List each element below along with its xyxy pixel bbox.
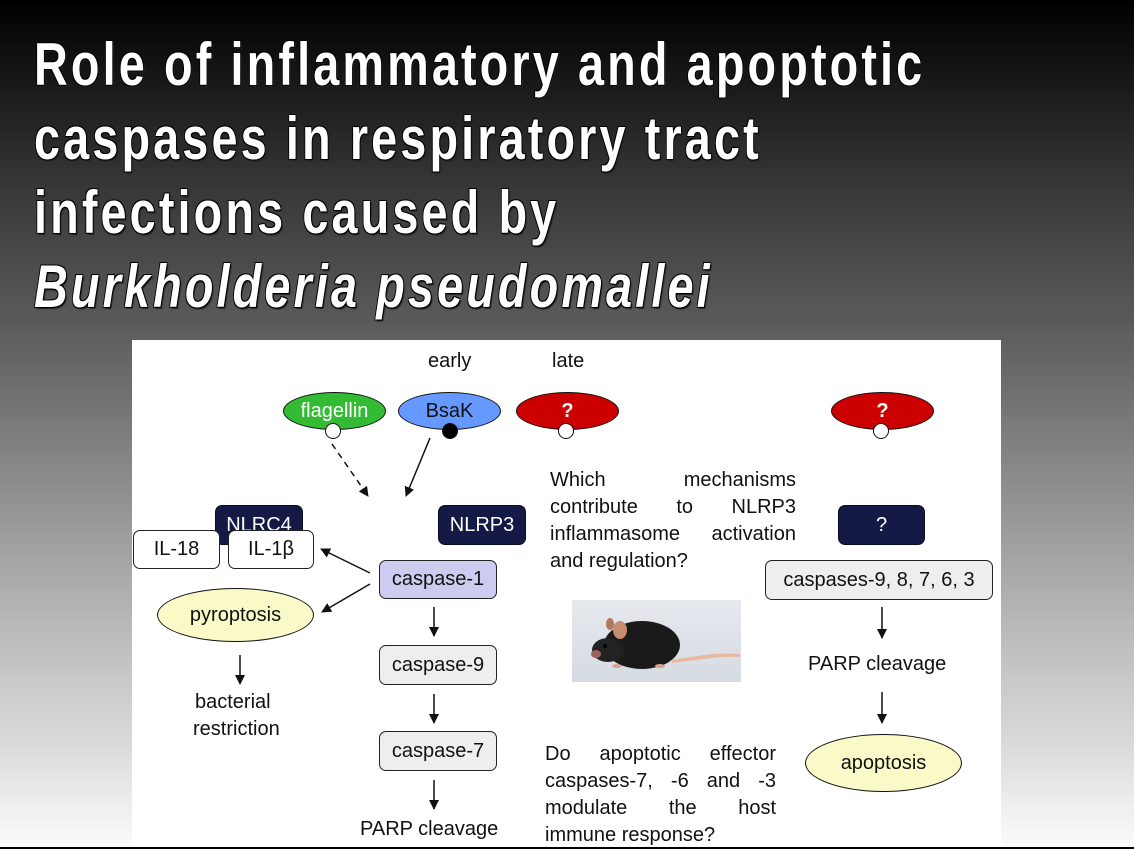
label-late: late <box>552 350 585 372</box>
arrow-bsak-nlrc4 <box>404 437 431 497</box>
apoptosis-outcome: apoptosis <box>805 734 962 792</box>
caspase9-box: caspase-9 <box>379 645 497 685</box>
bsak-label: BsaK <box>425 399 474 422</box>
bacterial-restriction-line1: bacterial <box>195 691 271 713</box>
title-species: Burkholderia pseudomallei <box>34 253 713 320</box>
arrow-caspase1-il1b <box>320 548 371 574</box>
il1b-box: IL-1β <box>228 530 314 569</box>
unknown-sensor-label: ? <box>875 513 888 536</box>
pyroptosis-outcome: pyroptosis <box>157 588 314 642</box>
apoptotic-caspases-box: caspases-9, 8, 7, 6, 3 <box>765 560 993 600</box>
arrow-caspase1-pyroptosis <box>321 583 371 613</box>
il1b-label: IL-1β <box>248 538 294 560</box>
unknown-apoptotic-label: ? <box>876 399 889 422</box>
caspase7-box: caspase-7 <box>379 731 497 771</box>
pathway-diagram: early late flagellin BsaK ? ? NLRC4 NLRP… <box>132 340 1001 847</box>
title-line-2: caspases in respiratory tract <box>34 105 762 172</box>
caspase1-box: caspase-1 <box>379 560 497 599</box>
apoptosis-label: apoptosis <box>840 751 927 774</box>
open-circle-connector <box>873 423 889 439</box>
flagellin-label: flagellin <box>300 399 369 422</box>
pyroptosis-label: pyroptosis <box>189 603 282 626</box>
arrow-flagellin-nlrc4 <box>331 443 369 497</box>
open-circle-connector <box>325 423 341 439</box>
label-early: early <box>428 350 472 372</box>
open-circle-connector <box>558 423 574 439</box>
slide-title: Role of inflammatory and apoptotic caspa… <box>34 28 1126 324</box>
nlrp3-label: NLRP3 <box>449 513 515 536</box>
filled-circle-connector <box>442 423 458 439</box>
parp-cleavage-inflammatory: PARP cleavage <box>360 818 499 840</box>
title-line-3: infections caused by <box>34 179 560 246</box>
caspase7-label: caspase-7 <box>391 739 485 762</box>
il18-label: IL-18 <box>153 538 200 560</box>
title-line-1: Role of inflammatory and apoptotic <box>34 31 926 98</box>
mouse-photo <box>572 600 741 682</box>
mouse-icon <box>591 618 740 669</box>
il18-box: IL-18 <box>133 530 220 569</box>
bacterial-restriction-line2: restriction <box>193 718 280 740</box>
effector-question: Do apoptotic effector caspases-7, -6 and… <box>545 743 776 846</box>
unknown-late-label: ? <box>561 399 574 422</box>
caspase9-label: caspase-9 <box>391 653 485 676</box>
caspase1-label: caspase-1 <box>391 568 485 590</box>
apoptotic-caspases-label: caspases-9, 8, 7, 6, 3 <box>783 568 975 591</box>
unknown-sensor-box: ? <box>838 505 925 545</box>
nlrp3-question: Which mechanisms contribute to NLRP3 inf… <box>550 469 796 572</box>
parp-cleavage-apoptotic: PARP cleavage <box>808 653 947 675</box>
nlrp3-box: NLRP3 <box>438 505 526 545</box>
